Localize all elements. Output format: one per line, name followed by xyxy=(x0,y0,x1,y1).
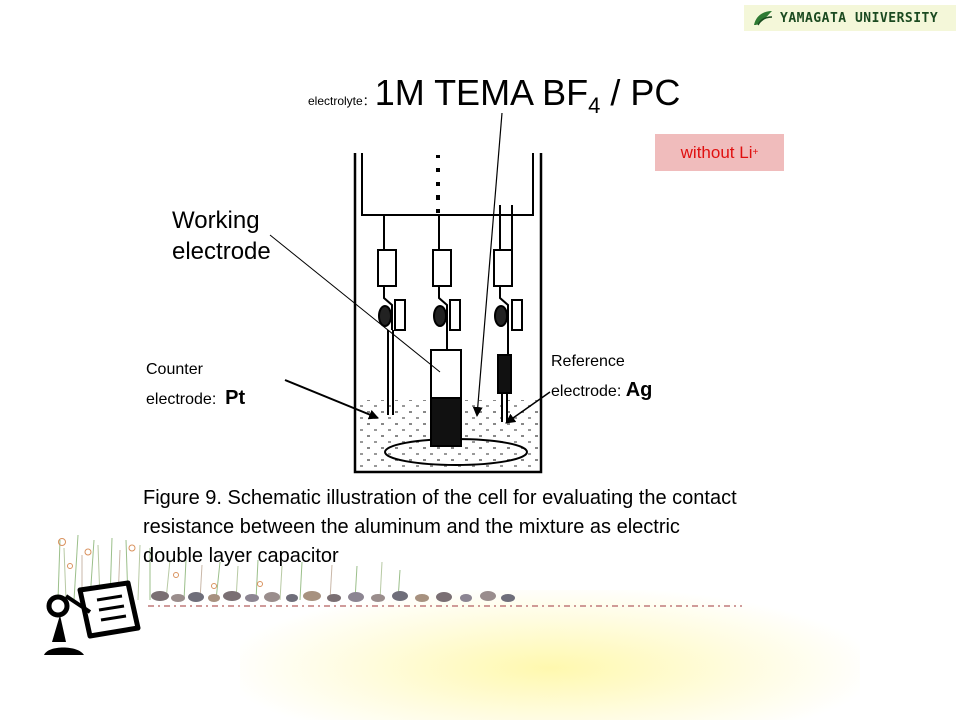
electrolyte-formula: 1M TEMA BF4 / PC xyxy=(374,72,681,118)
counter-label-line1: Counter xyxy=(146,361,203,378)
reference-electrode-label: Reference electrode: Ag xyxy=(551,348,652,406)
counter-material: Pt xyxy=(225,387,246,409)
reference-label-line2: electrode: Ag xyxy=(551,376,652,406)
reference-label-line1: Reference xyxy=(551,353,625,370)
badge-superscript: + xyxy=(752,147,759,158)
logo-text: YAMAGATA UNIVERSITY xyxy=(780,10,939,26)
counter-electrode-label: Counter electrode: Pt xyxy=(146,356,245,414)
decorative-reeds xyxy=(57,534,401,601)
figure-caption: Figure 9. Schematic illustration of the … xyxy=(143,484,873,571)
badge-text: without Li xyxy=(680,142,753,162)
cell-lid xyxy=(361,153,534,216)
reference-label-text: electrode: xyxy=(551,383,622,400)
counter-label-line2: electrode: Pt xyxy=(146,384,245,414)
electrolyte-formula-main: 1M TEMA BF xyxy=(374,72,589,113)
counter-label-text: electrode: xyxy=(146,391,217,408)
electrolyte-formula-tail: / PC xyxy=(600,72,681,113)
working-electrode xyxy=(430,215,462,447)
counter-electrode xyxy=(377,215,406,415)
electrolyte-label: electrolyte：1M TEMA BF4 / PC xyxy=(308,72,680,119)
working-label-line1: Working xyxy=(172,207,260,234)
reference-arrow xyxy=(505,391,551,424)
electrolyte-arrow xyxy=(472,112,503,417)
electrolyte-prefix: electrolyte： xyxy=(308,94,375,108)
university-logo: YAMAGATA UNIVERSITY xyxy=(744,5,956,31)
decorative-pebbles xyxy=(151,591,515,602)
working-pointer-line xyxy=(269,234,441,373)
caption-line1: Figure 9. Schematic illustration of the … xyxy=(143,487,737,509)
electrolyte-formula-sub: 4 xyxy=(588,93,601,119)
leaf-logo-icon xyxy=(754,11,773,26)
counter-arrow xyxy=(284,379,379,420)
reference-electrode xyxy=(493,205,523,422)
bulletin-board-icon xyxy=(44,580,141,655)
working-label-line2: electrode xyxy=(172,238,271,265)
without-li-badge: without Li+ xyxy=(655,134,784,171)
decorative-glow xyxy=(240,590,860,720)
caption-line3: double layer capacitor xyxy=(143,545,339,567)
beaker xyxy=(353,153,543,474)
gas-inlet xyxy=(436,155,440,213)
caption-line2: resistance between the aluminum and the … xyxy=(143,516,680,538)
working-electrode-label: Working electrode xyxy=(172,205,271,267)
reference-material: Ag xyxy=(625,379,653,401)
